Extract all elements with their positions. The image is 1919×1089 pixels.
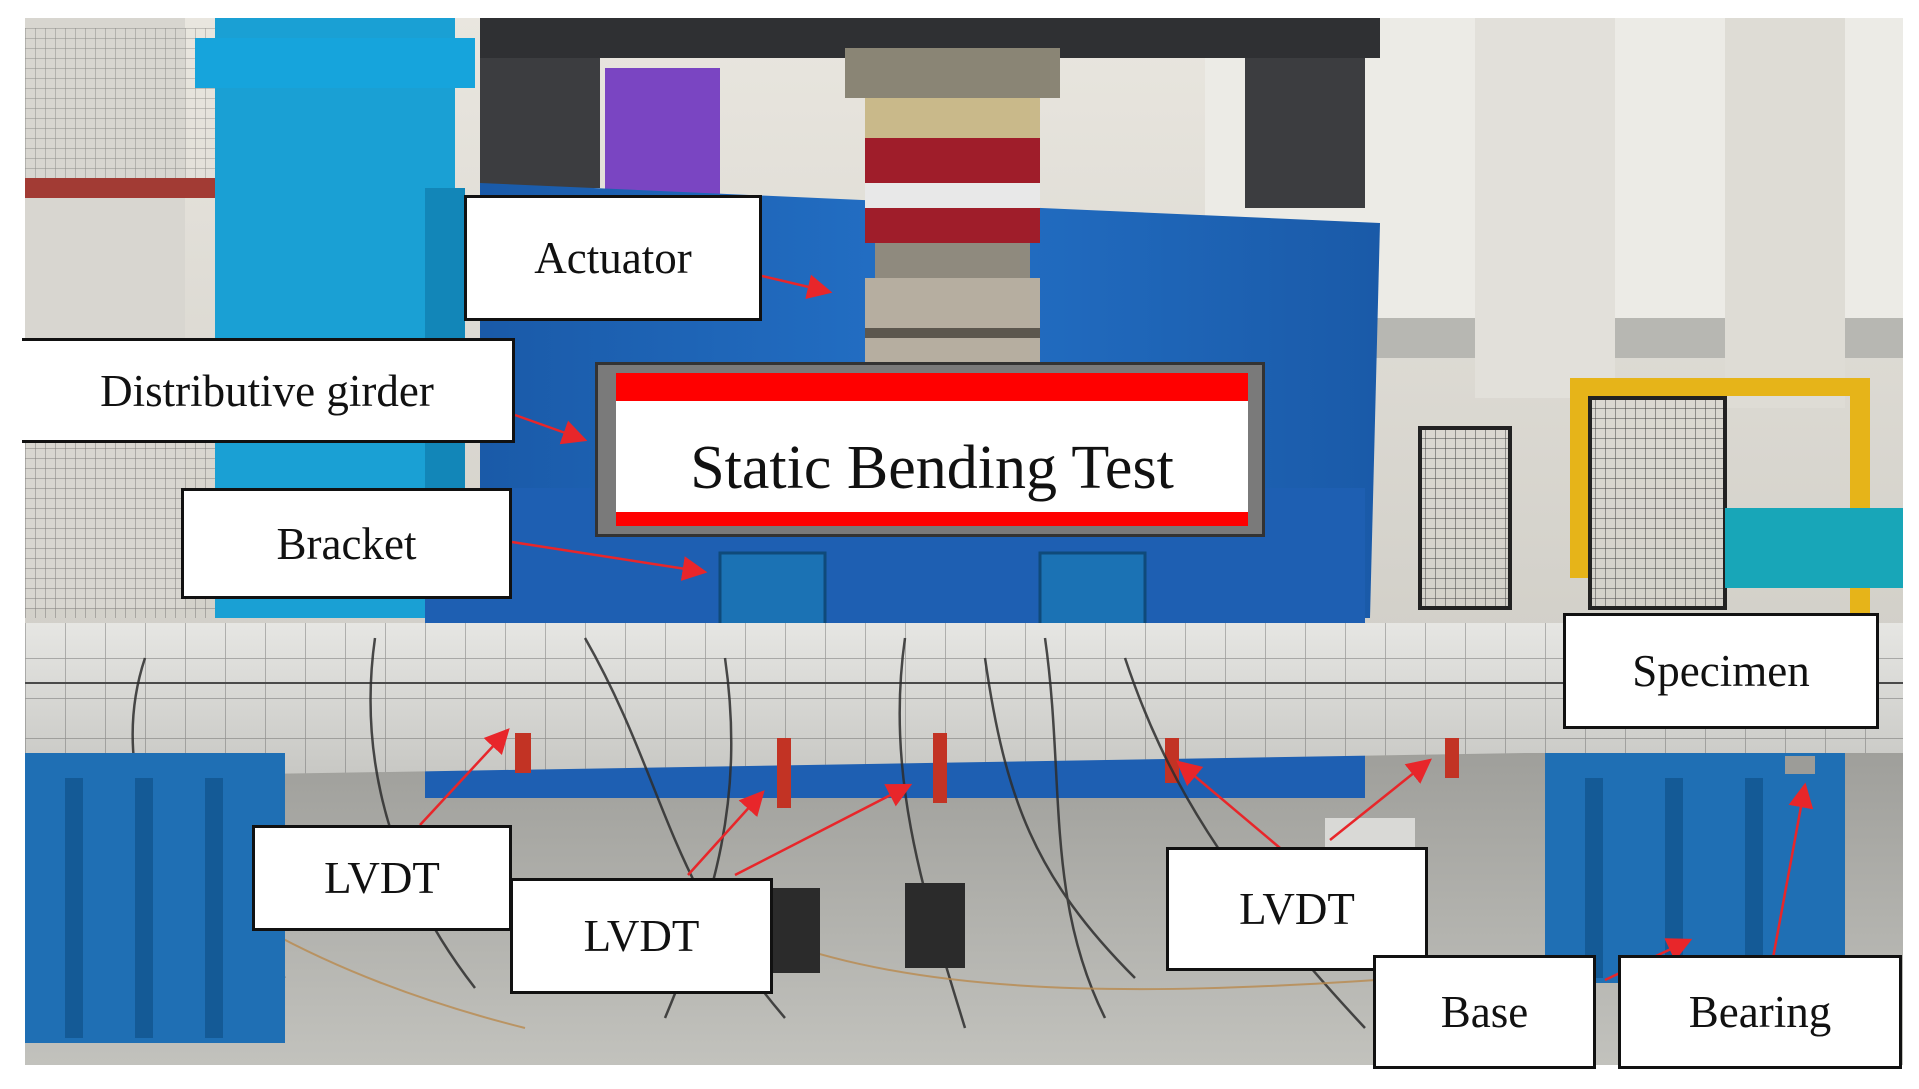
label-base: Base [1373, 955, 1596, 1069]
label-lvdt-right-text: LVDT [1239, 884, 1355, 934]
banner-panel: Static Bending Test [616, 373, 1248, 526]
label-lvdt-left-text: LVDT [324, 853, 440, 903]
label-specimen: Specimen [1563, 613, 1879, 729]
label-actuator: Actuator [464, 195, 762, 321]
label-bracket-text: Bracket [276, 518, 417, 569]
label-bearing: Bearing [1618, 955, 1902, 1069]
label-distributive-girder: Distributive girder [22, 338, 515, 443]
static-bending-test-banner: Static Bending Test [595, 362, 1265, 537]
label-lvdt-center: LVDT [510, 878, 773, 994]
label-base-text: Base [1440, 987, 1529, 1037]
label-bearing-text: Bearing [1688, 987, 1832, 1037]
label-actuator-text: Actuator [534, 233, 692, 283]
label-lvdt-right: LVDT [1166, 847, 1428, 971]
label-specimen-text: Specimen [1632, 646, 1810, 696]
label-distributive-girder-text: Distributive girder [100, 365, 434, 416]
label-bracket: Bracket [181, 488, 512, 599]
banner-title: Static Bending Test [690, 434, 1174, 502]
label-lvdt-center-text: LVDT [583, 911, 700, 961]
label-lvdt-left: LVDT [252, 825, 512, 931]
